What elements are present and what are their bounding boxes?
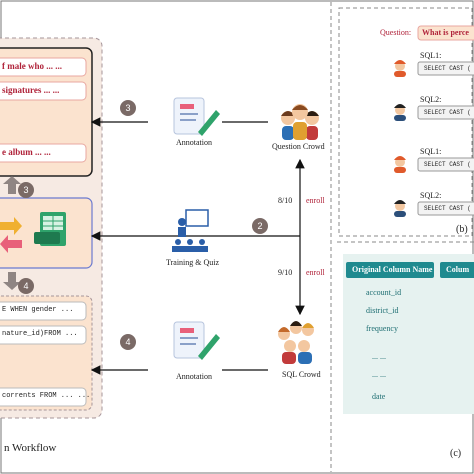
- column-header-second: Colum: [440, 262, 474, 278]
- sql-row-2-code: SELECT CAST (: [424, 109, 471, 116]
- enroll-top-word: enroll: [306, 196, 325, 205]
- question-crowd-icon: [281, 104, 319, 140]
- sql-crowd-label: SQL Crowd: [282, 370, 321, 379]
- step-badge-3-left: 3: [18, 182, 34, 198]
- column-header-original: Original Column Name: [346, 262, 434, 278]
- caption-b: (b): [456, 224, 468, 235]
- step-badge-4-bottom: 4: [120, 334, 136, 350]
- question-item-1: f male who ... ...: [2, 61, 62, 71]
- training-label: Training & Quiz: [166, 258, 220, 267]
- table-row: ... ...: [372, 352, 386, 361]
- table-row: account_id: [366, 288, 402, 297]
- person-icon-3: [394, 156, 406, 173]
- table-row: ... ...: [372, 370, 386, 379]
- annotation-icon-bottom: [173, 321, 220, 360]
- table-row: date: [372, 392, 386, 401]
- step-badge-2: 2: [252, 218, 268, 234]
- sql-item-3: corrents FROM ... ...: [2, 392, 91, 400]
- step-badge-4-left: 4: [18, 278, 34, 294]
- enroll-bottom-word: enroll: [306, 268, 325, 277]
- sql-item-1: E WHEN gender ...: [2, 306, 74, 314]
- annotation-icon-top: [173, 97, 220, 136]
- sql-item-2: nature_id)FROM ...: [2, 330, 78, 338]
- enroll-bottom-ratio: 9/10: [278, 268, 293, 277]
- enroll-top-ratio: 8/10: [278, 196, 293, 205]
- sql-row-1-label: SQL1:: [420, 51, 442, 60]
- question-crowd-label: Question Crowd: [272, 142, 325, 151]
- table-row: frequency: [366, 324, 398, 333]
- question-item-3: e album ... ...: [2, 147, 51, 157]
- person-icon-2: [394, 104, 406, 121]
- sql-row-4-code: SELECT CAST (: [424, 205, 471, 212]
- step-badge-3-top: 3: [120, 100, 136, 116]
- sql-row-3-code: SELECT CAST (: [424, 161, 471, 168]
- question-text: What is perce: [422, 28, 469, 37]
- sql-crowd-icon: [278, 321, 314, 364]
- sql-row-2-label: SQL2:: [420, 95, 442, 104]
- table-row: district_id: [366, 306, 399, 315]
- workflow-caption: n Workflow: [4, 442, 57, 454]
- training-icon: [172, 209, 209, 252]
- annotation-top-label: Annotation: [176, 138, 212, 147]
- sql-row-3-label: SQL1:: [420, 147, 442, 156]
- sql-row-4-label: SQL2:: [420, 191, 442, 200]
- caption-c: (c): [450, 448, 462, 459]
- question-label: Question:: [380, 28, 412, 37]
- question-item-2: signatures ... ...: [2, 85, 60, 95]
- person-icon-1: [394, 60, 406, 77]
- sql-row-1-code: SELECT CAST (: [424, 65, 471, 72]
- person-icon-4: [394, 200, 406, 217]
- annotation-bottom-label: Annotation: [176, 372, 212, 381]
